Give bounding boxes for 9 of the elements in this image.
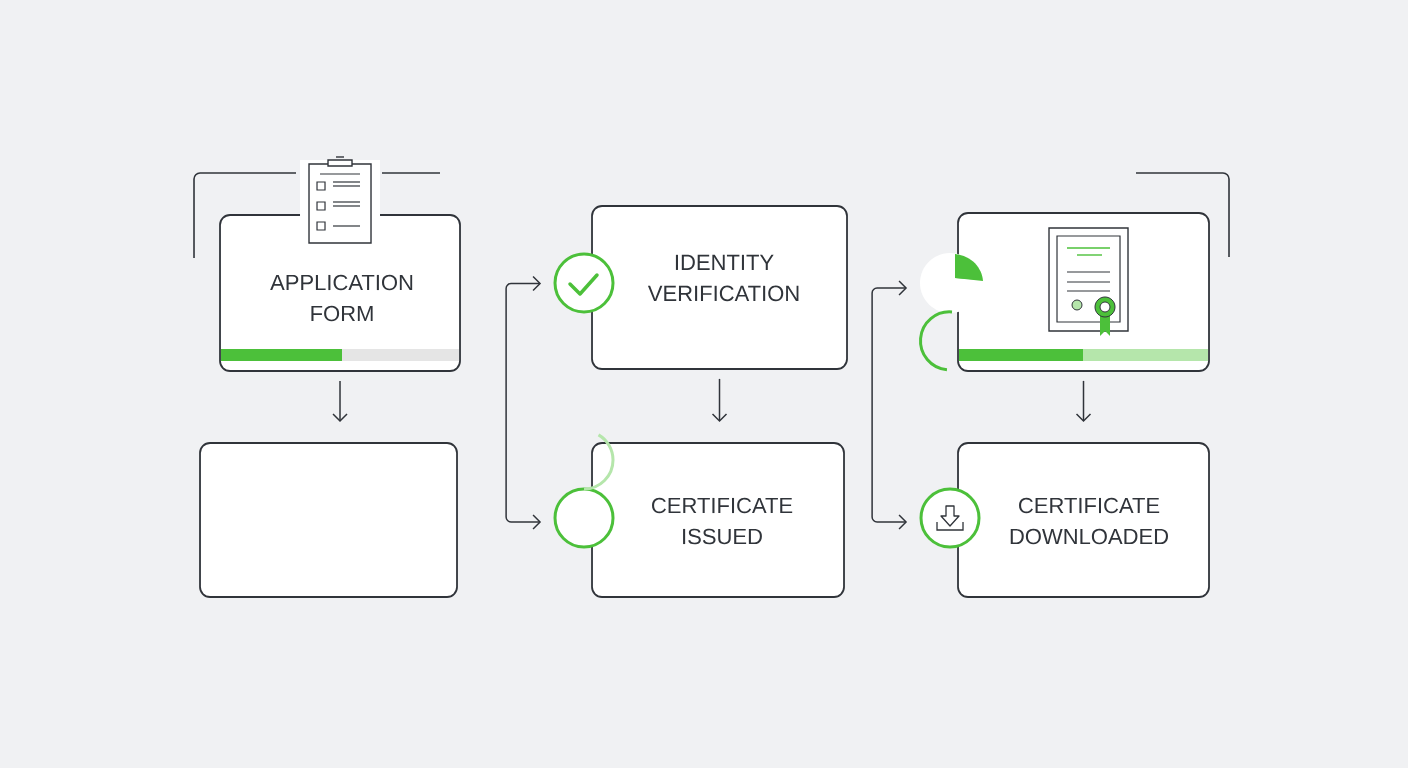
arrow — [505, 275, 542, 530]
arrow — [711, 378, 728, 423]
arrow — [871, 280, 908, 530]
empty-box — [199, 442, 458, 598]
process-box: CERTIFICATE ISSUED — [591, 442, 845, 598]
process-box: CERTIFICATE DOWNLOADED — [957, 442, 1210, 598]
arrow — [1075, 380, 1092, 423]
process-box: IDENTITY VERIFICATION — [591, 205, 848, 370]
arrow — [332, 380, 348, 423]
